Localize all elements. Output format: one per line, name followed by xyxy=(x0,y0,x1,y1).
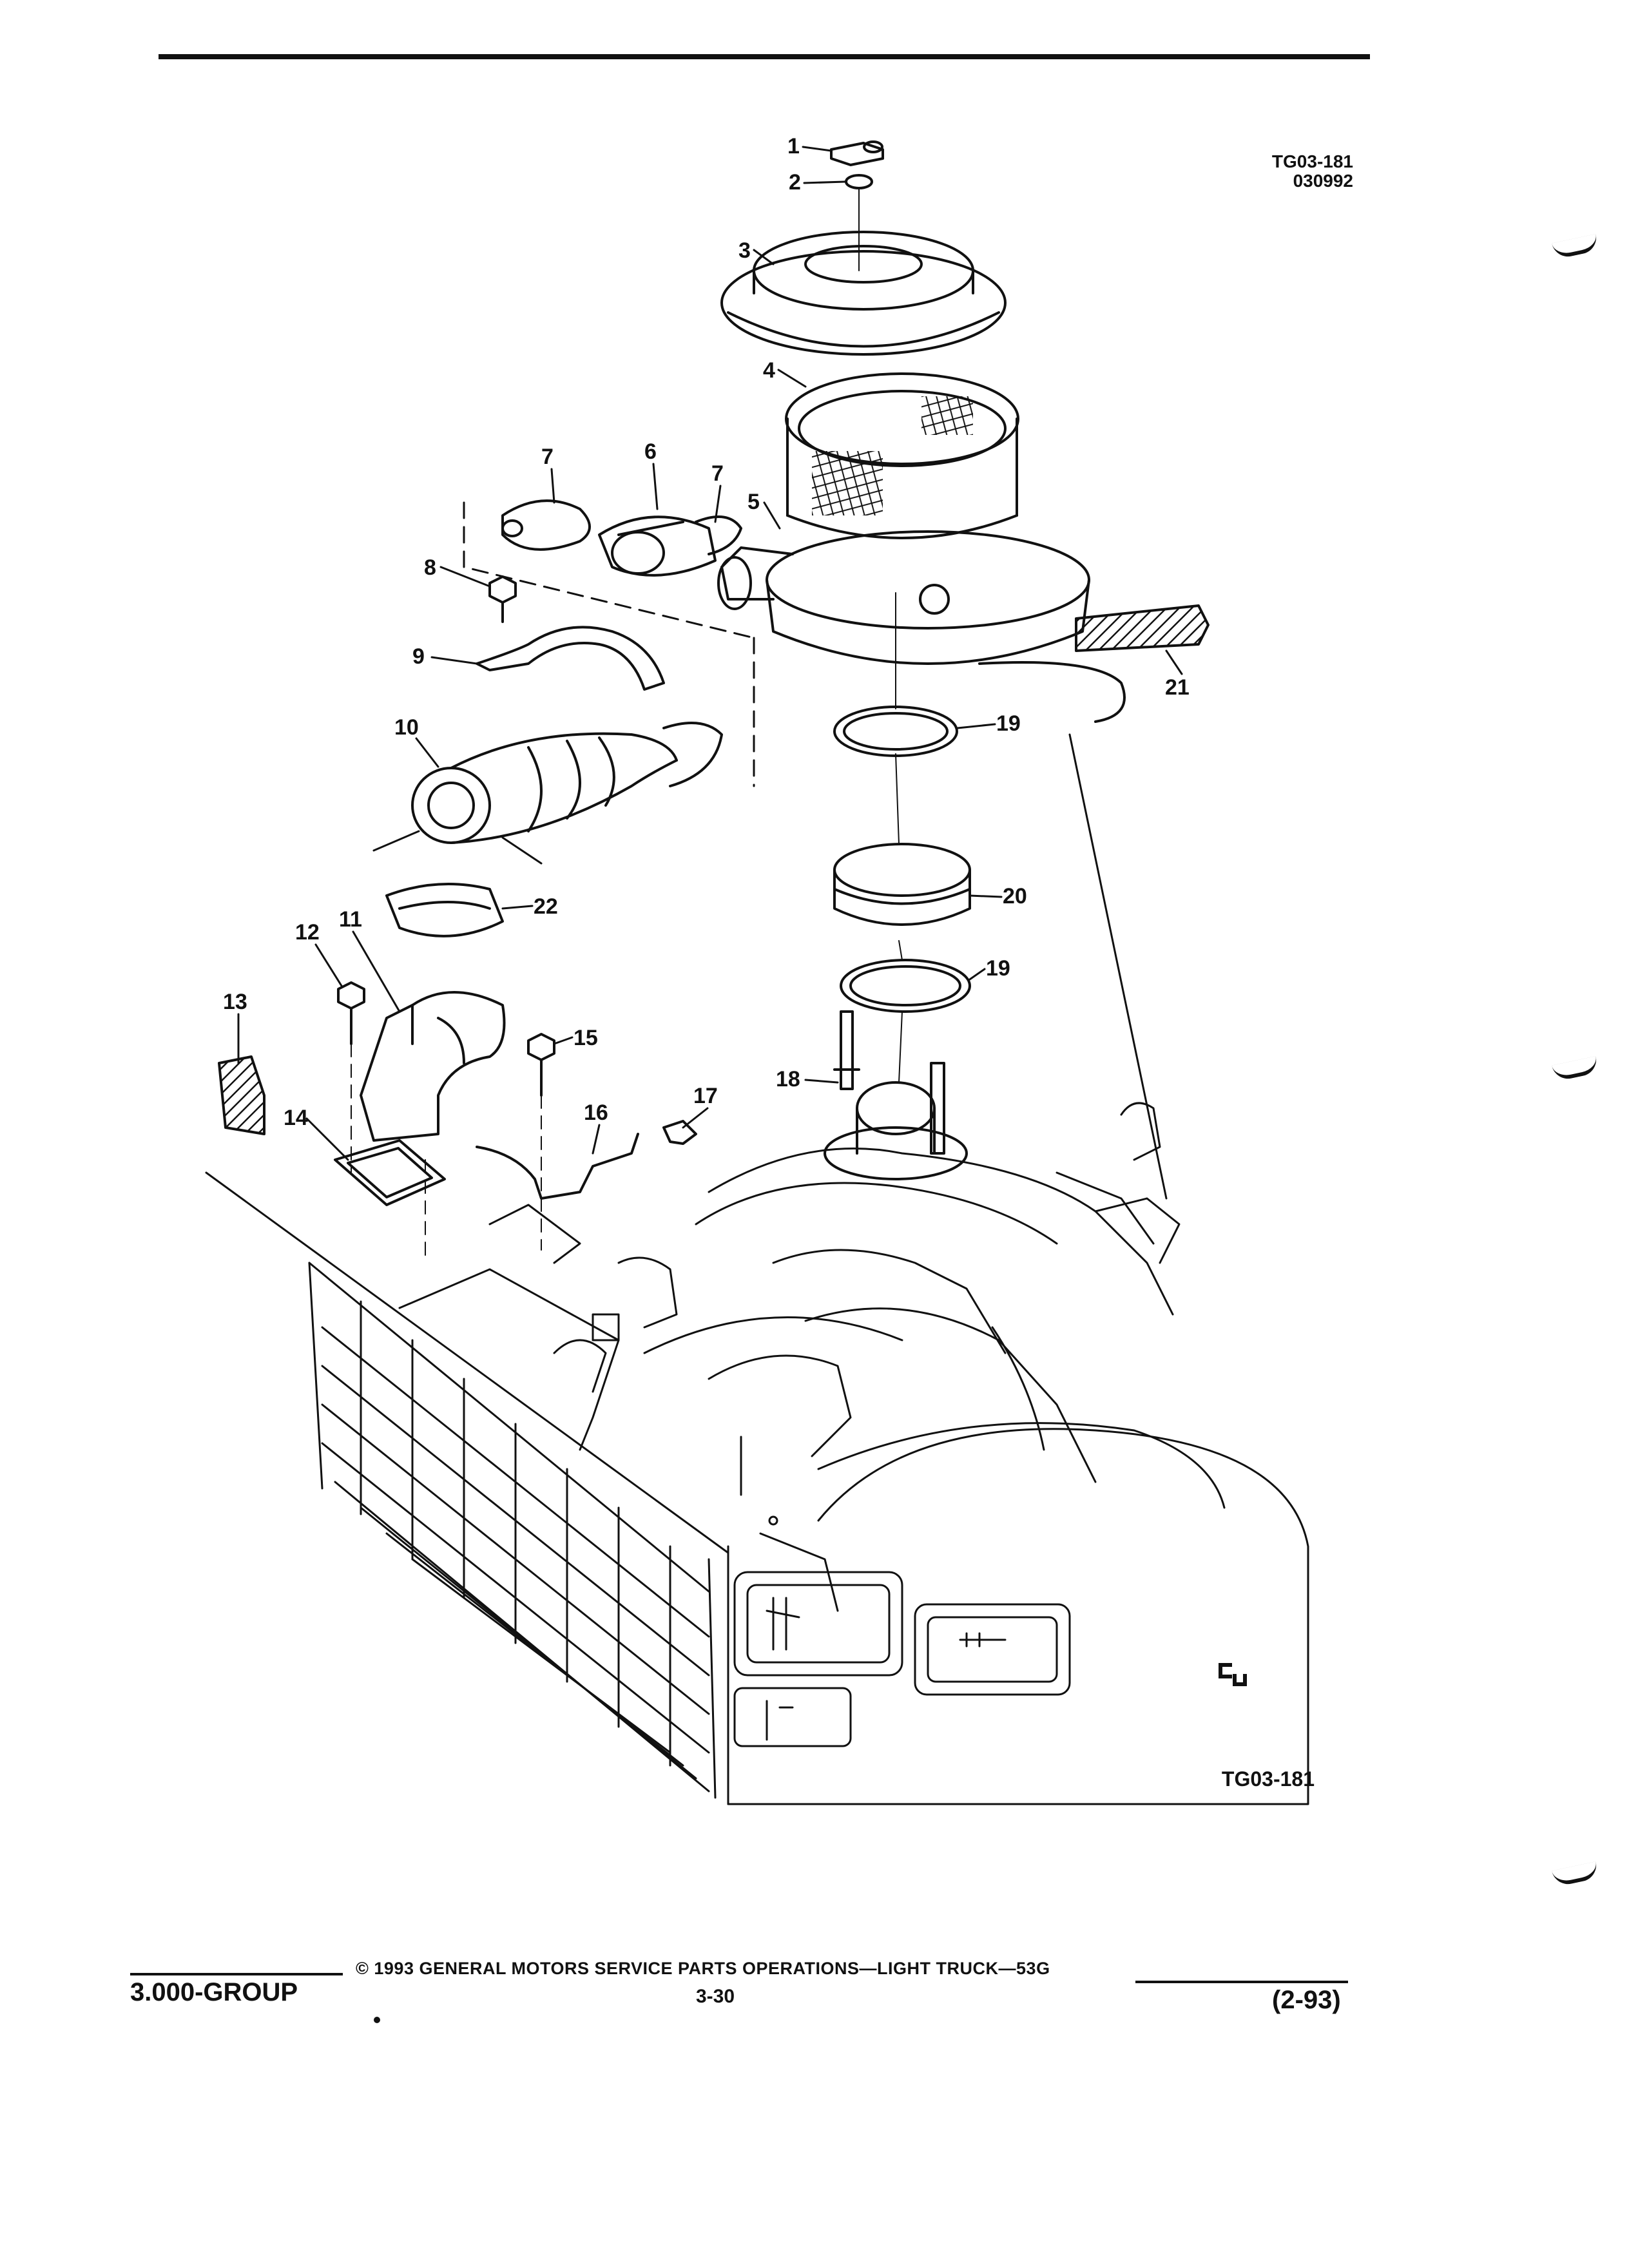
callout-1: 1 xyxy=(787,134,800,159)
bracket-16 xyxy=(476,1133,639,1200)
bolt-15 xyxy=(527,1033,555,1097)
callout-20: 20 xyxy=(1003,884,1027,908)
vacuum-hose xyxy=(978,661,1126,723)
air-cleaner-housing xyxy=(717,530,1090,665)
bracket-9 xyxy=(476,626,665,691)
footer-date: (2-93) xyxy=(1272,1986,1341,2014)
callout-16: 16 xyxy=(584,1100,608,1125)
spacer-20 xyxy=(833,843,971,926)
callout-12: 12 xyxy=(295,920,320,945)
wing-nut xyxy=(830,140,884,166)
bolt-12 xyxy=(337,981,365,1045)
headlamp-right xyxy=(914,1603,1071,1696)
ref-block: TG03-181 030992 xyxy=(1211,152,1353,191)
callout-8: 8 xyxy=(424,555,436,580)
hatched-strip-21 xyxy=(1075,604,1210,652)
parking-lamp xyxy=(733,1687,852,1747)
callout-9: 9 xyxy=(412,644,425,669)
callout-14: 14 xyxy=(284,1106,308,1130)
callout-21: 21 xyxy=(1165,675,1190,700)
callout-19-upper: 19 xyxy=(996,711,1021,736)
duct-connector-6 xyxy=(598,515,717,577)
callout-19-lower: 19 xyxy=(986,956,1010,981)
hood-curve xyxy=(727,1428,1309,1805)
ref-code-top: TG03-181 xyxy=(1271,151,1353,171)
callout-18: 18 xyxy=(776,1067,800,1091)
callout-7-left: 7 xyxy=(541,445,554,469)
throttle-body xyxy=(824,1062,968,1180)
callout-17: 17 xyxy=(693,1084,718,1108)
footer-page: 3-30 xyxy=(696,1986,735,2007)
ink-dot xyxy=(374,2017,380,2023)
gm-logo-icon xyxy=(1218,1662,1249,1688)
headlamp-left xyxy=(733,1571,903,1677)
ref-code-bottom: TG03-181 xyxy=(1221,1767,1315,1791)
core-support xyxy=(398,1204,620,1451)
footer-group: 3.000-GROUP xyxy=(130,1978,298,2006)
ref-date: 030992 xyxy=(1293,171,1353,191)
callout-11: 11 xyxy=(339,907,362,932)
callout-15: 15 xyxy=(574,1026,598,1050)
callout-7-right: 7 xyxy=(711,461,724,486)
footer-rule-left xyxy=(130,1973,343,1975)
snorkel-11 xyxy=(360,991,506,1142)
callout-10: 10 xyxy=(394,715,419,740)
hatched-block-13 xyxy=(218,1055,265,1135)
nut-17 xyxy=(662,1120,697,1145)
callout-5: 5 xyxy=(747,490,760,514)
seal-19-lower xyxy=(840,959,971,1013)
footer-copyright: © 1993 GENERAL MOTORS SERVICE PARTS OPER… xyxy=(356,1959,1050,1978)
callout-22: 22 xyxy=(534,894,558,919)
callout-6: 6 xyxy=(644,439,657,464)
seal-22 xyxy=(385,883,504,937)
screw-8 xyxy=(488,575,517,623)
grille xyxy=(205,1171,729,1799)
callout-4: 4 xyxy=(763,358,775,383)
callout-3: 3 xyxy=(738,238,751,263)
air-cleaner-cover xyxy=(720,231,1007,356)
callout-13: 13 xyxy=(223,990,247,1014)
duct-clamps xyxy=(501,499,742,555)
callout-2: 2 xyxy=(789,170,801,195)
engine-outline xyxy=(617,1102,1226,1612)
stud-18 xyxy=(833,1010,860,1090)
gasket-14 xyxy=(334,1139,446,1206)
footer-rule-right xyxy=(1135,1981,1348,1983)
filter-element xyxy=(785,372,1019,539)
resonator-10 xyxy=(411,722,723,844)
header-rule xyxy=(159,54,1370,59)
